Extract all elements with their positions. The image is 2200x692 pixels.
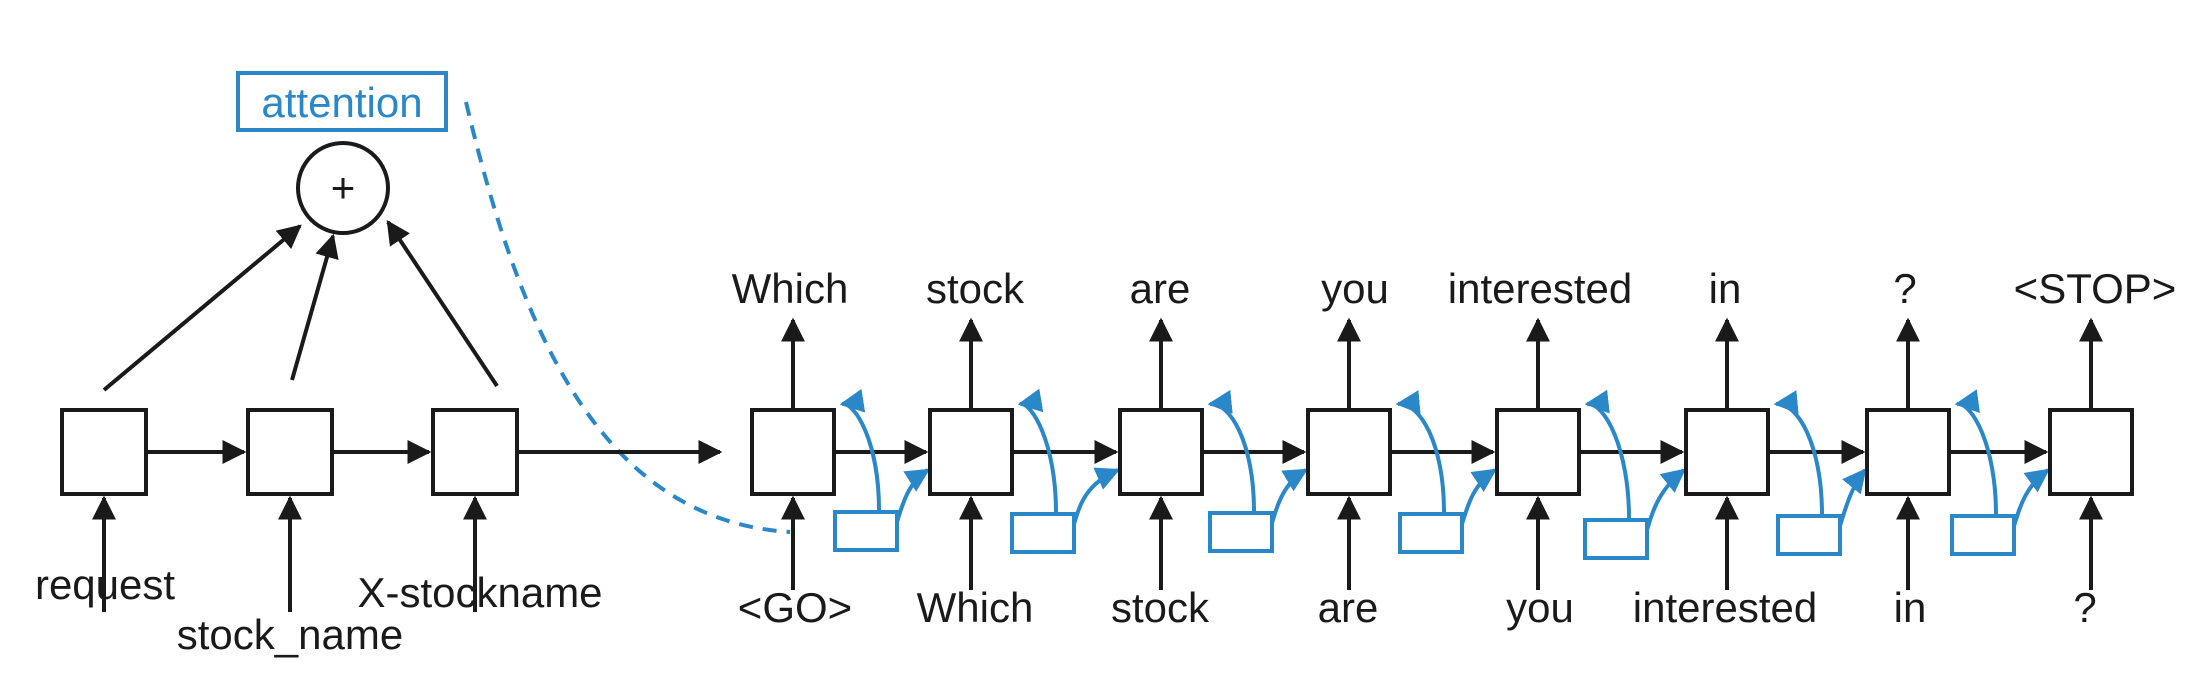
attention-label-box — [236, 71, 448, 132]
attention-feedback-arrow — [1017, 388, 1058, 513]
encoder-input-label: X-stockname — [357, 569, 602, 616]
decoder: Which<GO>stockWhicharestockyouareinteres… — [732, 265, 2177, 631]
attention-context-box — [1583, 518, 1649, 560]
encoder-cell — [431, 408, 519, 496]
decoder-output-label: you — [1321, 265, 1389, 312]
sum-symbol: + — [331, 164, 356, 211]
encoder-to-attention-arrow — [290, 233, 339, 381]
attention-sum-node: + — [296, 141, 390, 235]
encoder-input-label: stock_name — [177, 611, 403, 658]
attention-feedback-arrow — [1954, 389, 1998, 515]
decoder-cell — [750, 408, 836, 496]
attention-feedback-arrow — [1584, 389, 1631, 519]
decoder-cell — [1306, 408, 1392, 496]
decoder-cell — [1684, 408, 1770, 496]
decoder-cell — [1865, 408, 1951, 496]
decoder-cell — [2048, 408, 2134, 496]
decoder-input-label: <GO> — [738, 584, 852, 631]
decoder-output-label: ? — [1893, 265, 1916, 312]
decoder-output-label: in — [1709, 265, 1742, 312]
decoder-input-label: are — [1318, 584, 1379, 631]
decoder-input-label: you — [1506, 584, 1574, 631]
decoder-input-label: ? — [2073, 584, 2096, 631]
attention-feedback-arrow — [839, 388, 881, 511]
encoder-cell — [60, 408, 148, 496]
decoder-output-label: Which — [732, 265, 849, 312]
attention-context-arrow — [1270, 468, 1309, 524]
decoder-cell — [1118, 408, 1204, 496]
attention-label-group: attention — [236, 71, 448, 132]
sum-circle — [296, 141, 390, 235]
attention-context-box — [1950, 514, 2016, 556]
attention-context-box — [1010, 512, 1076, 554]
attention-context-arrow — [1645, 468, 1686, 531]
attention-context-box — [1776, 514, 1842, 556]
attention-context-box — [1208, 511, 1274, 553]
attention-context-arrow — [2012, 468, 2050, 527]
attention-context-arrow — [1460, 468, 1497, 525]
encoder-cell — [246, 408, 334, 496]
decoder-cell — [928, 408, 1014, 496]
decoder-output-label: stock — [926, 265, 1025, 312]
decoder-output-label: are — [1130, 265, 1191, 312]
decoder-output-label: interested — [1448, 265, 1632, 312]
attention-feedback-arrow — [1207, 389, 1256, 512]
decoder-input-label: Which — [917, 584, 1034, 631]
decoder-output-label: <STOP> — [2014, 265, 2177, 312]
attention-context-arrow — [895, 468, 931, 523]
attention-feedback-arrow — [1395, 390, 1446, 513]
attention-label: attention — [261, 79, 422, 126]
attention-context-arrow — [1838, 468, 1867, 527]
attention-context-box — [833, 510, 899, 552]
encoder-to-attention-arrow — [102, 224, 302, 392]
decoder-input-label: in — [1894, 584, 1927, 631]
encoder-input-label: request — [35, 561, 175, 608]
decoder-input-label: interested — [1633, 584, 1817, 631]
attention-context-box — [1398, 512, 1464, 554]
decoder-cell — [1495, 408, 1581, 496]
attention-context-arrow — [1072, 467, 1121, 525]
decoder-input-label: stock — [1111, 584, 1210, 631]
attention-feedback-arrow — [1773, 390, 1824, 515]
encoder-to-attention-arrow — [386, 220, 499, 388]
attention-dashed-link — [464, 101, 791, 534]
